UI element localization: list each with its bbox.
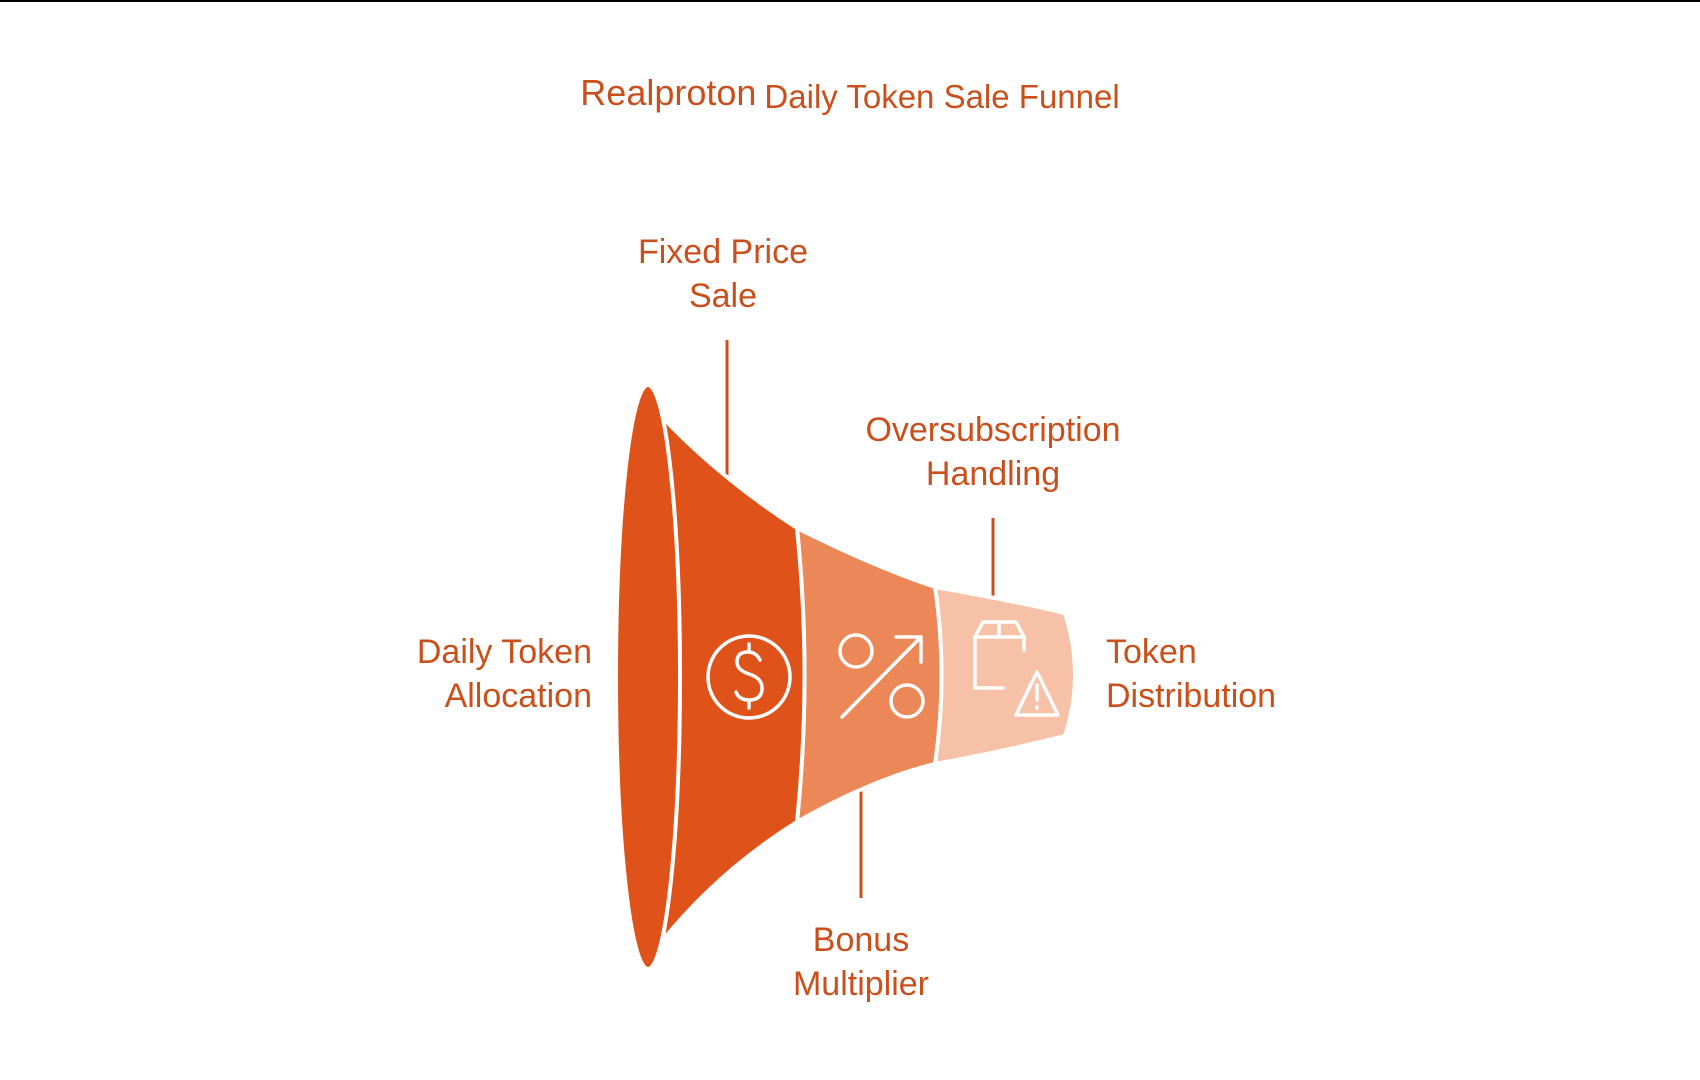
label-line: Handling	[925, 455, 1061, 493]
funnel-segment-fixed-price	[660, 412, 807, 947]
label-line: Fixed Price	[637, 233, 809, 271]
label-line: Daily Token	[416, 633, 592, 671]
title-brand: Realproton	[580, 72, 757, 113]
label-line: Sale	[688, 277, 758, 315]
funnel-segment-bonus	[794, 524, 944, 826]
label-line: Allocation	[444, 677, 592, 715]
funnel-segment-oversubscription	[932, 584, 1077, 767]
label-line: Token	[1106, 633, 1197, 671]
title-text: Daily Token Sale Funnel	[764, 78, 1120, 115]
percent-icon	[838, 633, 925, 719]
funnel-segment-mouth	[614, 383, 682, 971]
label-line: Multiplier	[792, 965, 930, 1003]
label-line: Oversubscription	[865, 411, 1121, 449]
label-daily-token-allocation: Daily Token Allocation	[330, 630, 592, 718]
dollar-circle-icon	[706, 634, 792, 720]
package-warning-icon	[973, 620, 1060, 717]
label-line: Bonus	[812, 921, 910, 959]
label-token-distribution: Token Distribution	[1106, 630, 1406, 718]
top-border	[0, 0, 1700, 2]
label-bonus-multiplier: Bonus Multiplier	[711, 918, 1011, 1006]
label-oversubscription-handling: Oversubscription Handling	[833, 408, 1153, 496]
label-line: Distribution	[1106, 677, 1277, 715]
label-fixed-price-sale: Fixed Price Sale	[573, 230, 873, 318]
